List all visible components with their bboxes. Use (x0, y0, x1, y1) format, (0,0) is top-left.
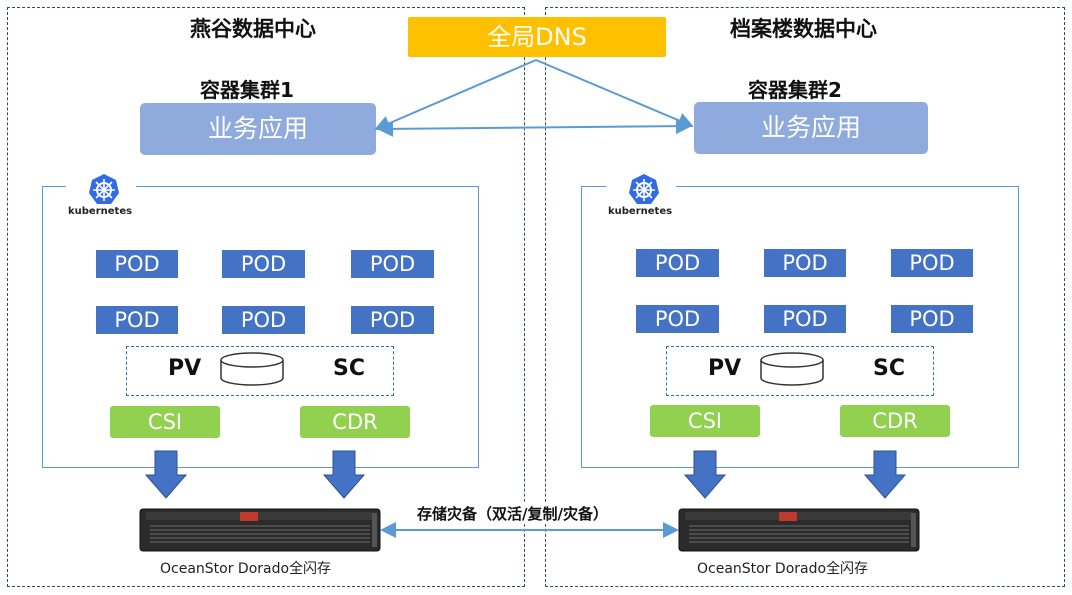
storage-array-right (678, 508, 920, 552)
csi-box-right: CSI (650, 405, 760, 437)
pod-box: POD (764, 249, 846, 277)
kubernetes-wordmark-right: kubernetes (608, 206, 673, 217)
pod-box: POD (96, 306, 178, 334)
dns-link-right (535, 59, 694, 128)
cluster-label-right: 容器集群2 (748, 78, 842, 102)
kubernetes-wheel-icon (629, 174, 659, 204)
kubernetes-wheel-icon (89, 174, 119, 204)
pod-box: POD (96, 250, 178, 278)
cdr-box-left: CDR (300, 406, 410, 438)
app-to-app-link (377, 118, 692, 137)
datacenter-frame-right (545, 7, 1065, 587)
storage-caption-right: OceanStor Dorado全闪存 (697, 561, 869, 577)
pv-label-left: PV (168, 356, 202, 381)
dns-link-left (374, 59, 537, 131)
storage-array-left (139, 508, 381, 552)
csi-box-left: CSI (110, 406, 220, 438)
pv-sc-group-right (666, 346, 934, 396)
down-arrow-icon (683, 450, 727, 499)
pod-box: POD (222, 306, 305, 334)
pv-label-right: PV (708, 356, 742, 381)
pod-box: POD (764, 305, 846, 333)
cluster-label-left: 容器集群1 (200, 78, 294, 102)
pod-box: POD (891, 249, 973, 277)
pod-box: POD (351, 306, 434, 334)
pod-box: POD (636, 249, 719, 277)
cdr-box-right: CDR (840, 405, 950, 437)
pod-box: POD (222, 250, 305, 278)
down-arrow-icon (144, 450, 188, 499)
volume-cylinder-icon (760, 352, 824, 386)
sc-label-right: SC (873, 356, 905, 381)
business-app-left: 业务应用 (140, 103, 376, 155)
global-dns-box: 全局DNS (408, 17, 666, 57)
pod-box: POD (351, 250, 434, 278)
down-arrow-icon (322, 450, 366, 499)
kubernetes-wordmark-left: kubernetes (68, 206, 133, 217)
datacenter-title-left: 燕谷数据中心 (190, 17, 316, 41)
pv-sc-group-left (126, 346, 394, 396)
storage-replication-label: 存储灾备（双活/复制/灾备） (417, 503, 608, 524)
volume-cylinder-icon (220, 352, 284, 386)
business-app-right: 业务应用 (694, 102, 928, 154)
storage-caption-left: OceanStor Dorado全闪存 (160, 561, 332, 577)
sc-label-left: SC (333, 356, 365, 381)
datacenter-frame-left (7, 7, 525, 587)
datacenter-title-right: 档案楼数据中心 (730, 17, 877, 41)
kubernetes-logo-right: kubernetes (606, 170, 676, 220)
pod-box: POD (891, 305, 973, 333)
pod-box: POD (636, 305, 719, 333)
down-arrow-icon (863, 450, 907, 499)
kubernetes-logo-left: kubernetes (66, 170, 136, 220)
